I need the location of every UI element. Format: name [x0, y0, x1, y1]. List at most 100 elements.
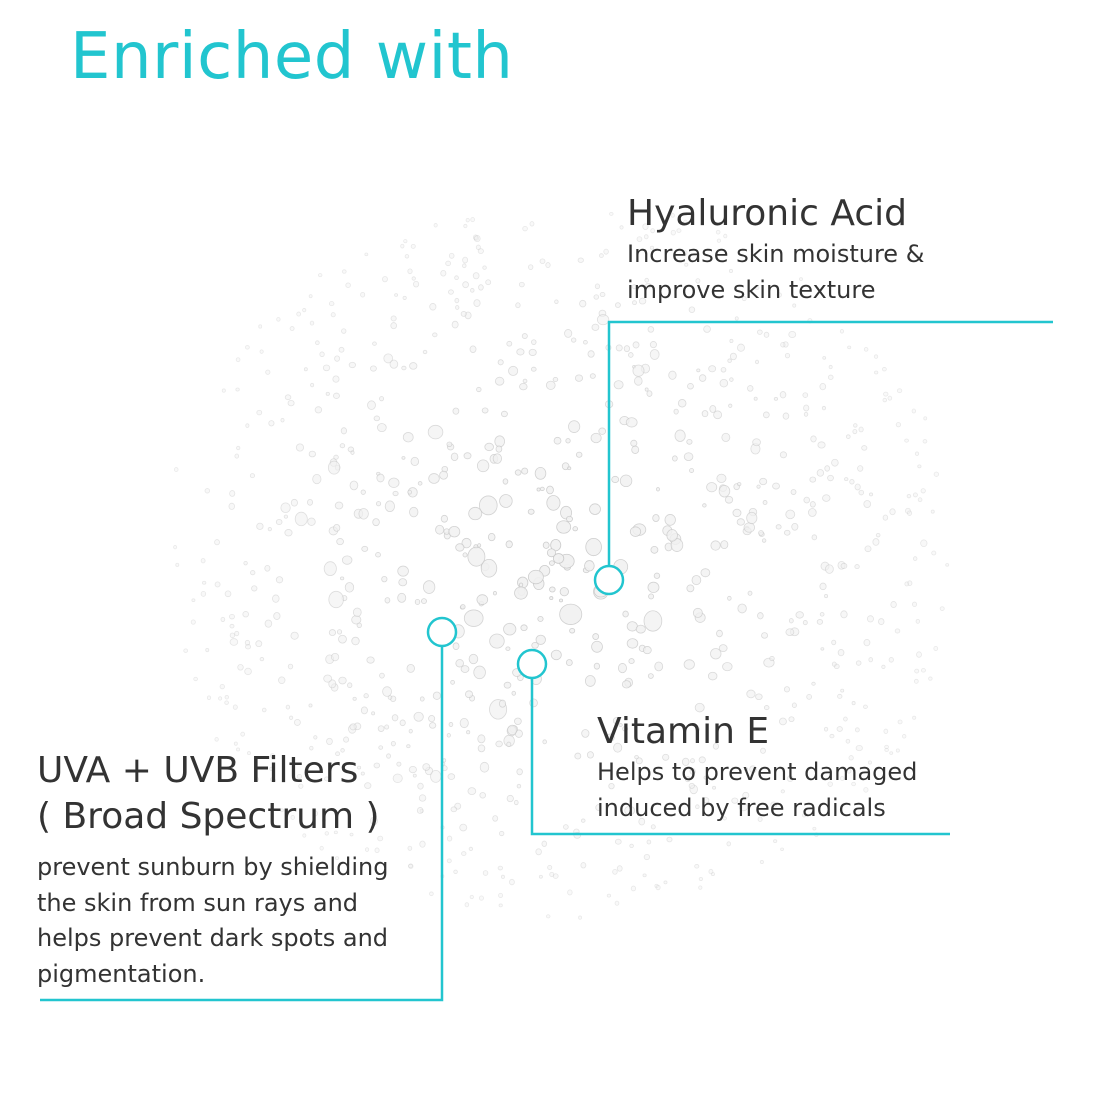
- water-droplet: [509, 878, 515, 886]
- water-droplet: [712, 743, 720, 750]
- water-droplet: [492, 453, 502, 464]
- water-droplet: [310, 382, 315, 388]
- water-droplet: [392, 490, 399, 497]
- ingredient-desc: induced by free radicals: [597, 793, 886, 822]
- water-droplet: [218, 696, 223, 701]
- water-droplet: [694, 702, 705, 713]
- water-droplet: [754, 285, 760, 290]
- water-droplet: [345, 282, 351, 288]
- water-droplet: [541, 840, 548, 847]
- water-droplet: [467, 787, 477, 796]
- water-droplet: [330, 312, 336, 318]
- water-droplet: [930, 509, 935, 514]
- water-droplet: [729, 377, 734, 382]
- water-droplet: [214, 581, 221, 588]
- water-droplet: [624, 805, 636, 816]
- water-droplet: [894, 628, 901, 634]
- water-droplet: [782, 412, 790, 420]
- water-droplet: [650, 228, 655, 234]
- water-droplet: [175, 562, 180, 567]
- water-droplet: [612, 868, 618, 875]
- water-droplet: [379, 396, 385, 402]
- water-droplet: [453, 869, 458, 874]
- water-droplet: [649, 245, 655, 250]
- water-droplet: [788, 716, 795, 723]
- water-droplet: [727, 358, 732, 363]
- water-droplet: [907, 580, 913, 586]
- water-droplet: [388, 477, 400, 488]
- water-droplet: [615, 344, 623, 352]
- water-droplet: [440, 269, 447, 277]
- water-droplet: [498, 903, 503, 908]
- water-droplet: [293, 718, 301, 726]
- water-droplet: [802, 620, 808, 626]
- water-droplet: [917, 497, 923, 503]
- water-droplet: [390, 741, 396, 747]
- water-droplet: [464, 902, 470, 908]
- water-droplet: [753, 396, 758, 401]
- water-droplet: [819, 382, 827, 391]
- water-droplet: [315, 340, 320, 346]
- water-droplet: [863, 787, 869, 793]
- water-droplet: [920, 488, 926, 494]
- water-droplet: [868, 492, 874, 497]
- water-droplet: [398, 578, 408, 587]
- water-droplet: [173, 545, 178, 550]
- water-droplet: [666, 836, 673, 843]
- water-droplet: [529, 221, 535, 227]
- water-droplet: [872, 538, 880, 546]
- water-droplet: [578, 915, 582, 920]
- water-droplet: [280, 502, 291, 514]
- water-droplet: [682, 250, 688, 256]
- water-droplet: [628, 658, 635, 665]
- water-droplet: [545, 914, 551, 919]
- water-droplet: [863, 500, 872, 508]
- water-droplet: [584, 675, 596, 687]
- vitamin-e-block: Vitamin E Helps to prevent damaged induc…: [597, 709, 917, 826]
- water-droplet: [283, 514, 289, 519]
- water-droplet: [683, 219, 688, 225]
- water-droplet: [584, 560, 595, 572]
- water-droplet: [622, 726, 629, 732]
- water-droplet: [688, 782, 695, 789]
- water-droplet: [205, 647, 210, 653]
- water-droplet: [333, 454, 339, 460]
- water-droplet: [400, 243, 405, 249]
- uv-filters-callout-line: [40, 646, 444, 1002]
- water-droplet: [473, 234, 479, 240]
- water-droplet: [655, 884, 661, 891]
- water-droplet: [619, 225, 624, 230]
- water-droplet: [647, 673, 654, 679]
- water-droplet: [518, 281, 525, 288]
- water-droplet: [728, 403, 733, 408]
- water-droplet: [495, 445, 503, 453]
- water-droplet: [546, 495, 561, 511]
- water-droplet: [565, 659, 573, 667]
- water-droplet: [433, 223, 438, 228]
- water-droplet: [819, 582, 827, 591]
- water-droplet: [827, 474, 834, 482]
- water-droplet: [630, 885, 637, 892]
- water-droplet: [505, 540, 513, 549]
- water-droplet: [481, 407, 489, 414]
- water-droplet: [854, 564, 860, 570]
- water-droplet: [831, 639, 837, 646]
- water-droplet: [887, 395, 893, 401]
- water-droplet: [840, 562, 848, 569]
- water-droplet: [858, 489, 865, 496]
- page-title: Enriched with: [70, 20, 514, 94]
- water-droplet: [341, 328, 347, 334]
- water-droplet: [810, 435, 817, 443]
- water-droplet: [654, 661, 664, 672]
- water-droplet: [515, 302, 521, 309]
- water-droplet: [377, 423, 387, 433]
- water-droplet: [508, 365, 519, 376]
- water-droplet: [445, 260, 452, 267]
- ingredient-desc: pigmentation.: [37, 959, 206, 988]
- water-droplet: [298, 783, 304, 789]
- water-droplet: [429, 722, 437, 729]
- water-droplet: [462, 552, 468, 558]
- water-droplet: [569, 628, 576, 634]
- water-droplet: [289, 326, 295, 331]
- water-droplet: [806, 693, 812, 700]
